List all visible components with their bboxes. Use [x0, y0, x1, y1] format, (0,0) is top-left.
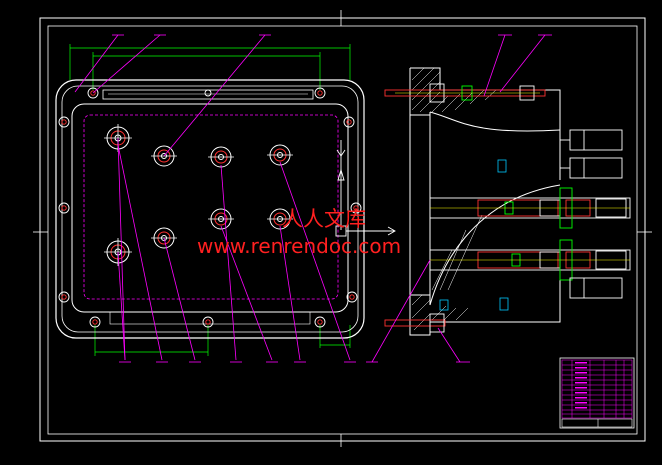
section-view: [366, 34, 631, 363]
bottom-bolt: [384, 313, 446, 333]
center-marks: [33, 10, 652, 447]
title-block: [559, 357, 635, 429]
leader-lines-plan: [74, 34, 351, 361]
hatch-bottom: [411, 294, 469, 331]
plan-view: [55, 34, 396, 363]
watermark: 人人文库 www.renrendoc.com: [197, 207, 401, 258]
body-outline: [409, 67, 561, 336]
leader-lines-section: [366, 34, 552, 363]
leader-tails: [112, 34, 356, 363]
lower-blocks: [569, 277, 623, 299]
hidden-outline: [83, 114, 339, 300]
watermark-cn: 人人文库: [282, 207, 366, 231]
watermark-url: www.renrendoc.com: [197, 234, 401, 258]
hatch-top: [411, 67, 497, 113]
dimension-lines-top: [69, 44, 351, 90]
dimension-lines-bottom: [94, 325, 351, 356]
plate-outer: [55, 79, 365, 339]
top-bolt: [384, 83, 546, 103]
sheet-outer-border: [39, 17, 646, 442]
bottom-slot: [109, 311, 311, 325]
cylinder-1: [429, 187, 631, 229]
sheet-inner-border: [47, 25, 638, 435]
top-bar: [102, 89, 314, 100]
cyan-details: [439, 159, 509, 311]
section-arrow: [335, 140, 396, 237]
perimeter-bolts: [58, 87, 362, 328]
upper-blocks: [560, 129, 623, 179]
cylinder-2: [429, 239, 631, 281]
